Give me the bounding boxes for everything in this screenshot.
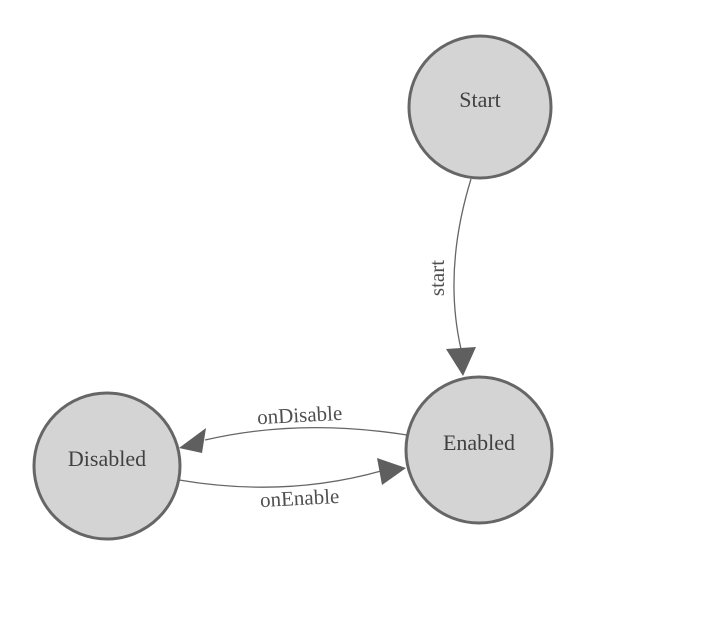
edge-label-start: start (425, 260, 449, 296)
state-circle-start[interactable] (407, 34, 553, 180)
transition-start-to-enabled: start (425, 178, 476, 376)
edge-label-on-enable: onEnable (259, 484, 339, 512)
state-node-disabled[interactable]: Disabled (32, 391, 182, 541)
edge-start-to-enabled (453, 178, 472, 350)
edge-label-on-disable: onDisable (256, 401, 342, 429)
state-node-enabled[interactable]: Enabled (404, 375, 554, 525)
edge-enabled-to-disabled (204, 426, 408, 441)
arrowhead-into-disabled-right (179, 428, 206, 453)
transition-disabled-to-enabled: onEnable (178, 458, 406, 512)
state-label-start: Start (459, 87, 501, 112)
state-label-enabled: Enabled (443, 430, 515, 455)
state-circle-enabled[interactable] (404, 375, 554, 525)
edge-disabled-to-enabled (178, 470, 382, 488)
arrowhead-into-enabled-top (446, 347, 476, 376)
arrowhead-into-enabled-left (377, 458, 406, 485)
state-circle-disabled[interactable] (32, 391, 182, 541)
state-label-disabled: Disabled (68, 446, 146, 471)
state-node-start[interactable]: Start (407, 34, 553, 180)
transition-enabled-to-disabled: onDisable (179, 401, 408, 453)
